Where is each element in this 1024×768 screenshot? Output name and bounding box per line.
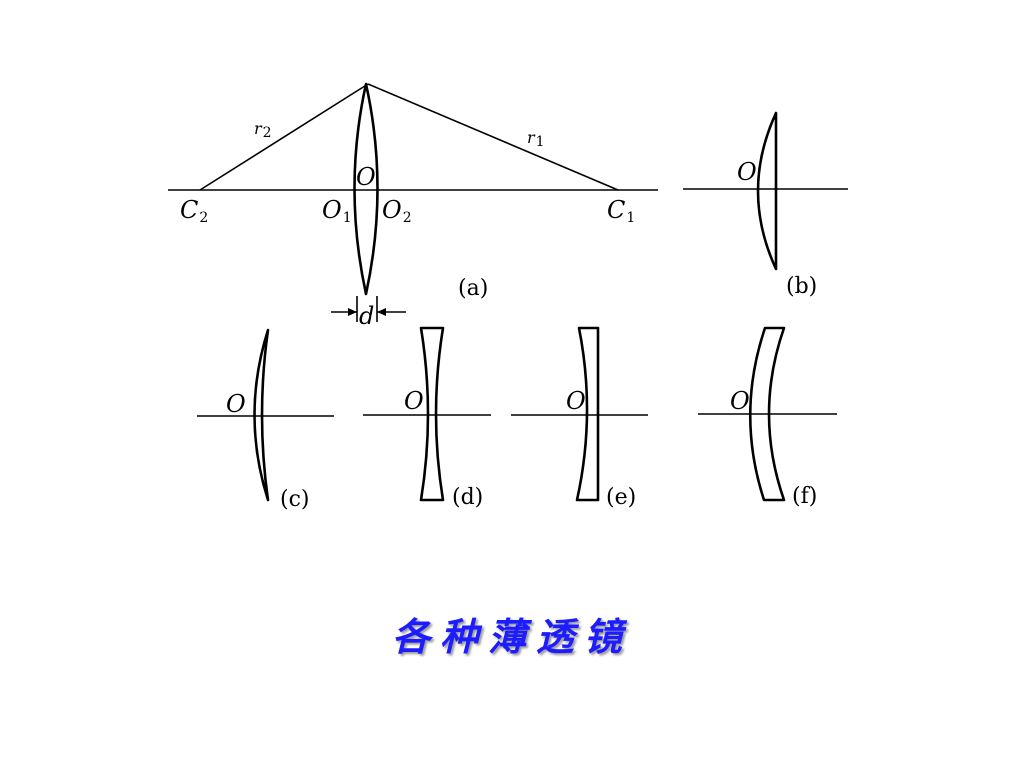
caption-b: (b): [786, 274, 817, 299]
slide-caption: 各种薄透镜: [391, 615, 632, 659]
label-r2: r2: [254, 119, 272, 141]
plano-concave-lens: [575, 326, 600, 502]
label-thickness-d: d: [359, 302, 374, 330]
label-o1: O1: [322, 196, 352, 226]
label-center-o-b: O: [737, 158, 757, 186]
caption-d: (d): [452, 485, 483, 510]
figure-e: O (e): [511, 326, 648, 510]
label-o2: O2: [382, 196, 412, 226]
positive-meniscus-lens: [253, 328, 270, 502]
negative-meniscus-lens: [748, 326, 786, 502]
thickness-left-arrowhead: [348, 308, 357, 316]
label-c2: C2: [180, 196, 208, 226]
radius-r2-line: [199, 83, 369, 191]
label-center-o-c: O: [226, 390, 246, 418]
figure-a: r2 r1 O C2 O1 O2 C1 d (a): [168, 82, 658, 330]
caption-e: (e): [606, 485, 636, 510]
caption-c: (c): [280, 487, 310, 512]
label-center-o-f: O: [730, 387, 750, 415]
caption-f: (f): [792, 484, 817, 509]
caption-a: (a): [458, 276, 488, 301]
label-center-o-e: O: [566, 387, 586, 415]
biconvex-lens: [353, 82, 379, 296]
biconcave-lens: [419, 326, 445, 502]
label-c1: C1: [607, 196, 635, 226]
plano-convex-lens: [756, 111, 778, 271]
radius-r1-line: [367, 83, 619, 191]
figure-c: O (c): [197, 328, 334, 512]
figure-d: O (d): [363, 326, 491, 510]
label-center-o-d: O: [404, 387, 424, 415]
figure-f: O (f): [698, 326, 837, 509]
figure-b: O (b): [683, 111, 848, 299]
label-r1: r1: [527, 128, 545, 150]
label-center-o-a: O: [356, 163, 376, 191]
thickness-right-arrowhead: [377, 308, 386, 316]
